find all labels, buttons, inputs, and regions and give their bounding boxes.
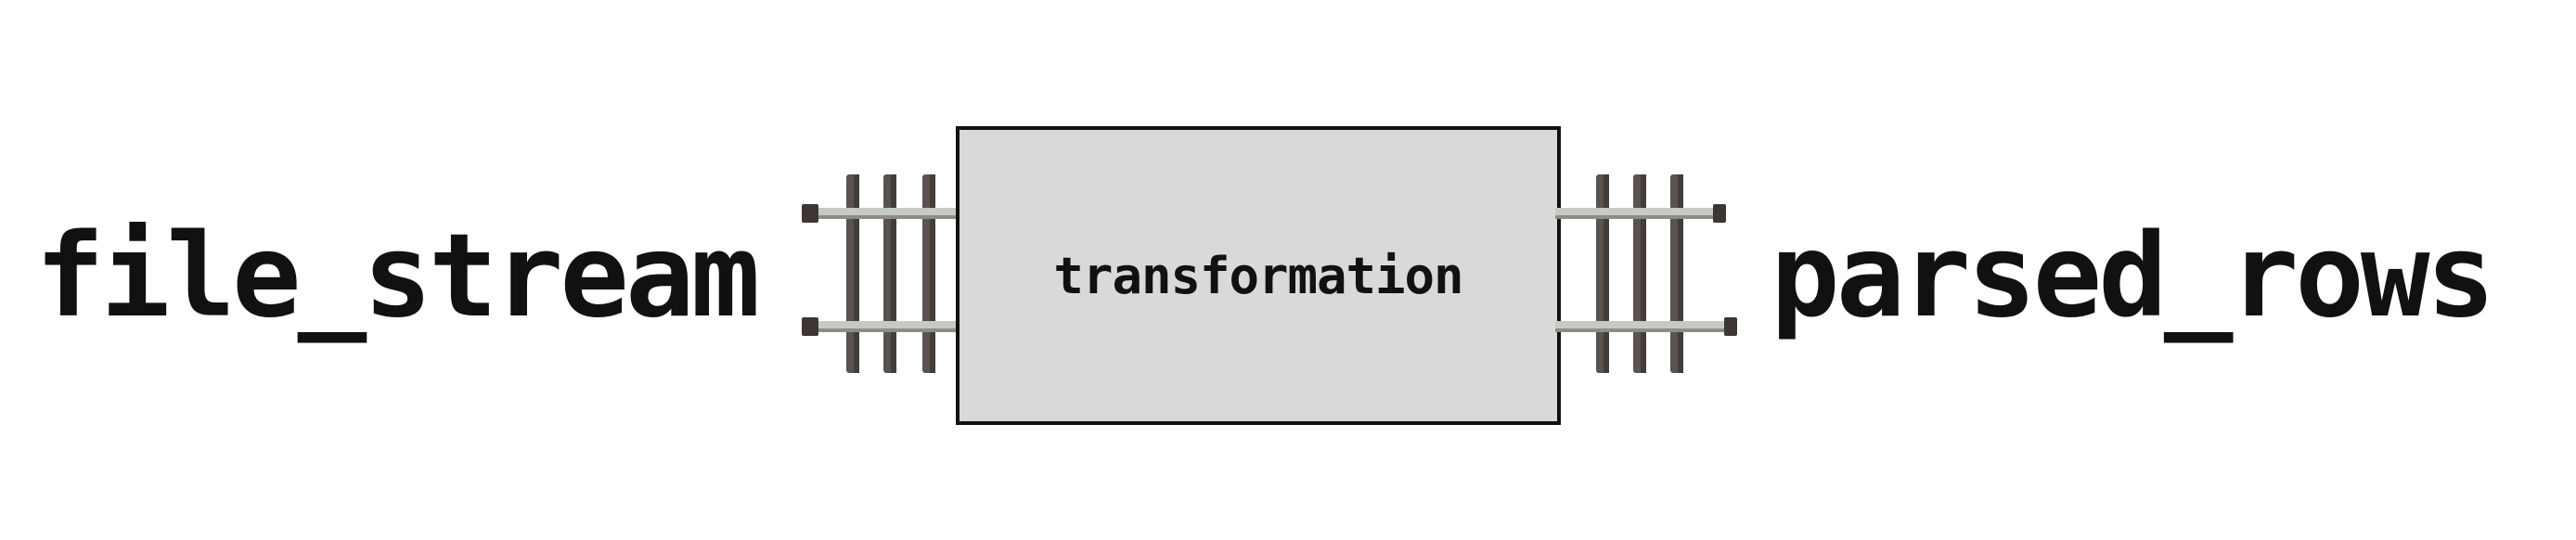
rails (807, 208, 984, 332)
input-label: file_stream (35, 210, 760, 343)
output-label: parsed_rows (1771, 210, 2495, 343)
rails (1555, 208, 1732, 332)
transformation-box: transformation (956, 126, 1561, 425)
sleepers (1596, 174, 1683, 373)
rail-track-left-icon (802, 174, 984, 373)
transformation-label: transformation (1053, 246, 1463, 305)
rail-clips (1713, 204, 1737, 336)
sleeper-shade (1604, 174, 1683, 373)
rail-clips (802, 204, 818, 336)
sleeper-shade (854, 174, 935, 373)
rail-track-right-icon (1555, 174, 1737, 373)
